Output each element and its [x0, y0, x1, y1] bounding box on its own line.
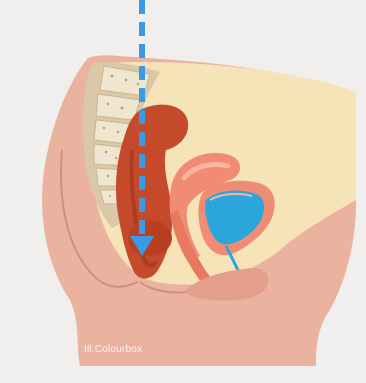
watermark-text: Ill.Colourbox [84, 344, 142, 355]
